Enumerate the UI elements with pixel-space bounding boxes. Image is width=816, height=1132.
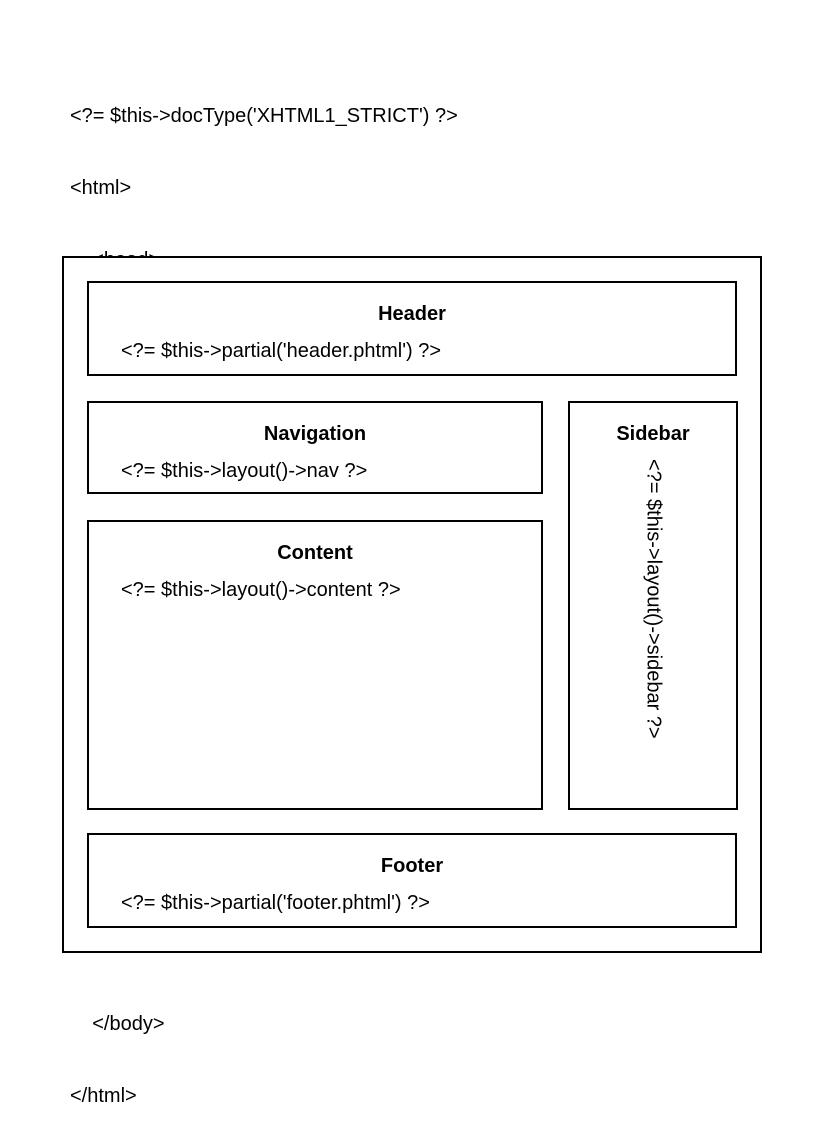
footer-box-code: <?= $this->partial('footer.phtml') ?>	[121, 892, 430, 914]
documentation-page: { "page": { "background": "#ffffff", "te…	[62, 105, 762, 1107]
body-layout-box: Header <?= $this->partial('header.phtml'…	[62, 256, 762, 953]
code-line-doctype: <?= $this->docType('XHTML1_STRICT') ?>	[70, 105, 458, 127]
footer-box-title: Footer	[380, 855, 444, 877]
content-box-code: <?= $this->layout()->content ?>	[121, 579, 401, 601]
sidebar-box-code-vertical: <?= $this->layout()->sidebar ?>	[642, 459, 665, 739]
code-line-body-close: </body>	[70, 1013, 165, 1035]
navigation-box: Navigation <?= $this->layout()->nav ?>	[87, 401, 543, 494]
code-line-html-open: <html>	[70, 177, 132, 199]
content-box-title: Content	[277, 542, 353, 564]
header-box-title: Header	[378, 303, 446, 325]
header-box: Header <?= $this->partial('header.phtml'…	[87, 281, 737, 376]
layout-script-code-bottom: </body> </html>	[70, 964, 165, 1132]
sidebar-box-title: Sidebar	[616, 423, 690, 445]
code-line-html-close: </html>	[70, 1085, 137, 1107]
navigation-box-code: <?= $this->layout()->nav ?>	[121, 460, 368, 482]
sidebar-box: Sidebar <?= $this->layout()->sidebar ?>	[568, 401, 738, 810]
navigation-box-title: Navigation	[263, 423, 367, 445]
footer-box: Footer <?= $this->partial('footer.phtml'…	[87, 833, 737, 928]
content-box: Content <?= $this->layout()->content ?>	[87, 520, 543, 810]
header-box-code: <?= $this->partial('header.phtml') ?>	[121, 340, 442, 362]
